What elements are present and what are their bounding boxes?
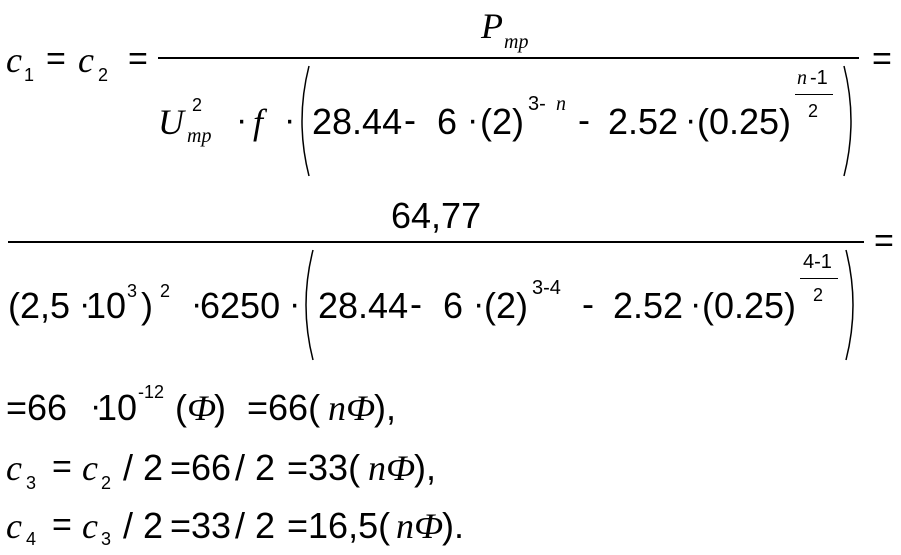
minus-sign: - xyxy=(410,283,422,324)
term-value: 10 xyxy=(86,285,127,326)
multiply-dot: · xyxy=(467,101,479,139)
equals-sign: = xyxy=(52,506,72,544)
result-value: =16,5( xyxy=(287,505,391,546)
term-value: 6250 xyxy=(200,285,281,326)
c2-subscript: 2 xyxy=(101,473,112,493)
unit-symbol: nФ xyxy=(328,388,375,428)
fraction-bar xyxy=(8,241,864,243)
result-value: =33 xyxy=(170,505,232,546)
exponent: 2 xyxy=(808,101,819,121)
exponent: 2 xyxy=(813,285,824,305)
voltage-superscript: 2 xyxy=(192,95,203,115)
left-parenthesis xyxy=(301,65,310,177)
term-value: 6 xyxy=(443,285,464,326)
multiply-dot: · xyxy=(685,101,697,139)
equals-sign: = xyxy=(874,222,894,260)
c2-symbol: c xyxy=(82,448,98,488)
exponent: -1 xyxy=(810,67,828,89)
term-value: / 2 xyxy=(123,447,164,488)
minus-sign: - xyxy=(582,283,594,324)
numerator-value: 64,77 xyxy=(391,195,482,236)
multiply-dot: · xyxy=(284,101,296,139)
multiply-dot: · xyxy=(473,285,485,323)
exponent-variable: n xyxy=(556,93,566,115)
result-value: =66 xyxy=(170,447,232,488)
right-parenthesis xyxy=(843,65,852,177)
c3-subscript: 3 xyxy=(26,473,37,493)
term-value: ) xyxy=(141,285,153,326)
result-value: =66( xyxy=(247,387,321,428)
unit-symbol: nФ xyxy=(396,506,443,546)
minus-sign: - xyxy=(578,99,590,140)
voltage-symbol: U xyxy=(158,102,184,142)
exponent: 3 xyxy=(127,281,138,301)
result-value: =33( xyxy=(287,447,361,488)
term-value: 28.44 xyxy=(312,101,403,142)
unit-paren: ). xyxy=(442,505,464,546)
equals-sign: = xyxy=(128,40,148,78)
equals-sign: = xyxy=(872,40,892,78)
c4-subscript: 4 xyxy=(26,529,37,549)
c3-symbol: c xyxy=(6,448,22,488)
frequency-symbol: f xyxy=(253,102,264,142)
term-value: (2,5 xyxy=(8,285,71,326)
c1-subscript: 1 xyxy=(24,65,35,85)
result-value: =66 xyxy=(6,387,68,428)
exponent: -12 xyxy=(138,382,165,402)
exponent: 2 xyxy=(160,281,171,301)
term-value: / 2 xyxy=(235,505,276,546)
term-value: (0.25) xyxy=(702,285,797,326)
unit-paren: ), xyxy=(414,447,436,488)
c2-symbol: c xyxy=(78,40,94,80)
multiply-dot: · xyxy=(79,285,91,323)
term-value: / 2 xyxy=(123,505,164,546)
unit-symbol: Ф xyxy=(187,388,216,428)
equals-sign: = xyxy=(52,448,72,486)
unit-paren: ( xyxy=(175,387,187,428)
fraction-bar xyxy=(158,57,859,59)
exponent-fraction-bar xyxy=(795,94,833,95)
exponent: 3-4 xyxy=(532,277,561,299)
term-value: 2.52 xyxy=(608,101,679,142)
exponent-variable: n xyxy=(797,67,807,89)
exponent: 4-1 xyxy=(803,251,832,273)
c3-symbol: c xyxy=(82,506,98,546)
multiply-dot: · xyxy=(289,285,301,323)
term-value: 28.44 xyxy=(318,285,409,326)
exponent: 3- xyxy=(528,93,546,115)
unit-symbol: nФ xyxy=(368,448,415,488)
c2-subscript: 2 xyxy=(98,65,109,85)
c4-symbol: c xyxy=(6,506,22,546)
term-value: (2) xyxy=(484,285,528,326)
multiply-dot: · xyxy=(690,285,702,323)
exponent-fraction-bar xyxy=(800,278,838,279)
c3-subscript: 3 xyxy=(101,529,112,549)
multiply-dot: · xyxy=(191,285,203,323)
unit-paren: ), xyxy=(374,387,396,428)
term-value: / 2 xyxy=(235,447,276,488)
term-value: 2.52 xyxy=(613,285,684,326)
power-symbol: P xyxy=(481,6,503,46)
term-value: (0.25) xyxy=(697,101,792,142)
unit-paren: ) xyxy=(214,387,226,428)
c1-symbol: c xyxy=(6,40,22,80)
term-value: 6 xyxy=(437,101,458,142)
term-value: 10 xyxy=(97,387,138,428)
equals-sign: = xyxy=(46,40,66,78)
minus-sign: - xyxy=(404,99,416,140)
multiply-dot: · xyxy=(236,101,248,139)
right-parenthesis xyxy=(845,249,854,361)
multiply-dot: · xyxy=(90,387,102,425)
power-subscript: тр xyxy=(504,31,529,53)
left-parenthesis xyxy=(305,249,314,361)
voltage-subscript: тр xyxy=(187,125,212,147)
term-value: (2) xyxy=(480,101,524,142)
